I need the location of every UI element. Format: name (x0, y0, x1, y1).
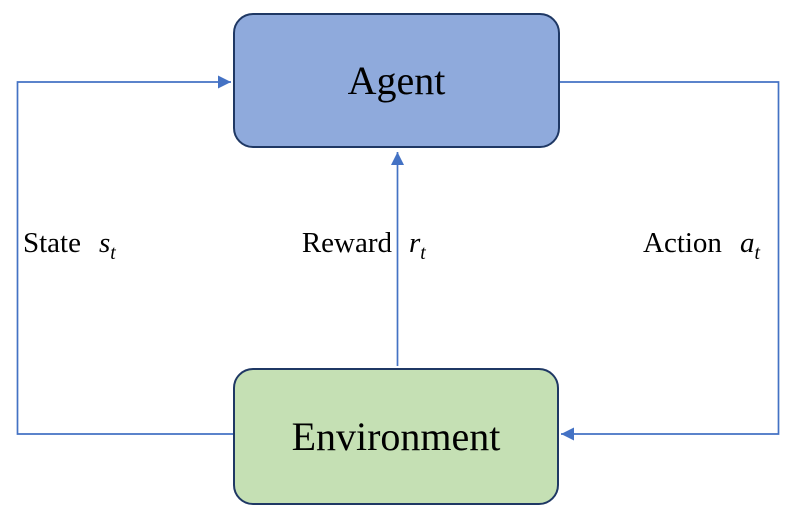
action-arrow (560, 81, 780, 441)
reward-symbol: rt (409, 227, 426, 264)
agent-node: Agent (233, 13, 560, 148)
environment-node-label: Environment (291, 414, 501, 459)
agent-node-label: Agent (347, 58, 446, 103)
reward-edge-label: Reward (301, 227, 392, 260)
reward-word: Reward (301, 227, 392, 259)
reward-symbol-label: rt (409, 227, 426, 264)
action-edge-label: Action at (643, 227, 760, 264)
state-word: State (23, 227, 81, 259)
environment-node: Environment (233, 368, 559, 505)
state-symbol: st (99, 227, 116, 264)
action-word: Action (643, 227, 722, 259)
state-arrow (16, 75, 233, 435)
action-symbol: at (739, 227, 760, 264)
